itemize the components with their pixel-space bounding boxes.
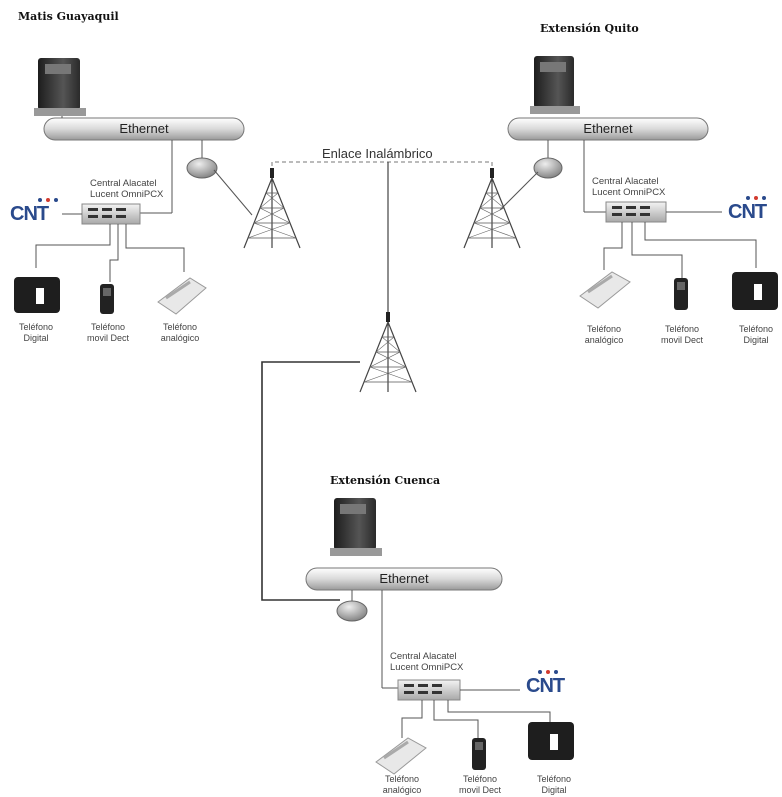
cuenca-title: Extensión Cuenca — [330, 474, 441, 487]
cuenca-ethernet-label: Ethernet — [379, 571, 429, 586]
guayaquil-dect-phone-icon — [100, 284, 114, 314]
quito-phone-analog-label: Teléfono analógico — [574, 324, 634, 346]
phone-label-line1: Teléfono — [664, 324, 700, 334]
quito-ethernet-label: Ethernet — [583, 121, 633, 136]
cuenca-cnt-text: CNT — [526, 675, 565, 697]
quito-router-icon — [533, 157, 563, 179]
guayaquil-cnt-logo — [38, 198, 58, 202]
quito-server — [530, 56, 580, 114]
phone-label-line1: Teléfono — [90, 322, 126, 332]
phone-label-line2: analógico — [382, 785, 422, 795]
phone-label-line1: Teléfono — [384, 774, 420, 784]
cuenca-phone-dect-label: Teléfono movil Dect — [450, 774, 510, 796]
quito-central-label: Central Alacatel Lucent OmniPCX — [592, 176, 665, 198]
phone-label-line2: Digital — [541, 785, 567, 795]
cuenca-router-icon — [336, 600, 368, 622]
cuenca-central-line2: Lucent OmniPCX — [390, 662, 464, 673]
cuenca-server — [330, 498, 382, 556]
quito-cnt-logo — [746, 196, 766, 200]
phone-label-line1: Teléfono — [586, 324, 622, 334]
guayaquil-server — [34, 58, 86, 116]
phone-label-line2: movil Dect — [86, 333, 129, 343]
quito-ethernet-bus — [507, 117, 709, 141]
guayaquil-digital-phone-icon — [14, 277, 60, 313]
guayaquil-central-line1: Central Alacatel — [90, 178, 157, 189]
cuenca-central-line1: Central Alacatel — [390, 651, 457, 662]
guayaquil-phone-digital-label: Teléfono Digital — [8, 322, 64, 344]
cuenca-phone-digital-label: Teléfono Digital — [524, 774, 584, 796]
tower-cuenca-icon — [359, 311, 417, 393]
cuenca-pbx-icon — [397, 679, 461, 701]
wireless-link-label: Enlace Inalámbrico — [322, 146, 433, 161]
quito-phone-digital-label: Teléfono Digital — [730, 324, 782, 346]
phone-label-line2: movil Dect — [458, 785, 501, 795]
cuenca-ethernet-bus — [305, 567, 503, 591]
wireless-link-line — [271, 161, 493, 180]
guayaquil-analog-phone-icon — [157, 277, 207, 315]
cuenca-digital-phone-icon — [528, 722, 574, 760]
guayaquil-ethernet-label: Ethernet — [119, 121, 169, 136]
quito-pbx-icon — [605, 201, 667, 223]
phone-label-line1: Teléfono — [536, 774, 572, 784]
guayaquil-phone-analog-label: Teléfono analógico — [150, 322, 210, 344]
phone-label-line2: Digital — [23, 333, 49, 343]
phone-label-line1: Teléfono — [18, 322, 54, 332]
quito-title: Extensión Quito — [540, 22, 639, 35]
quito-central-line1: Central Alacatel — [592, 176, 659, 187]
phone-label-line2: movil Dect — [660, 335, 703, 345]
phone-label-line2: analógico — [160, 333, 200, 343]
quito-digital-phone-icon — [732, 272, 778, 310]
tower-guayaquil-icon — [243, 167, 301, 249]
cuenca-phone-analog-label: Teléfono analógico — [372, 774, 432, 796]
phone-label-line1: Teléfono — [738, 324, 774, 334]
cuenca-dect-phone-icon — [472, 738, 486, 770]
guayaquil-central-line2: Lucent OmniPCX — [90, 189, 164, 200]
cuenca-analog-phone-icon — [375, 737, 427, 775]
quito-analog-phone-icon — [579, 271, 631, 309]
phone-label-line1: Teléfono — [162, 322, 198, 332]
quito-cnt-text: CNT — [728, 201, 767, 223]
quito-dect-phone-icon — [674, 278, 688, 310]
phone-label-line1: Teléfono — [462, 774, 498, 784]
guayaquil-cnt-text: CNT — [10, 203, 49, 225]
cuenca-central-label: Central Alacatel Lucent OmniPCX — [390, 651, 463, 673]
phone-label-line2: Digital — [743, 335, 769, 345]
quito-phone-dect-label: Teléfono movil Dect — [652, 324, 712, 346]
guayaquil-ethernet-bus — [43, 117, 245, 141]
quito-central-line2: Lucent OmniPCX — [592, 187, 666, 198]
guayaquil-pbx-icon — [81, 203, 141, 225]
tower-quito-icon — [463, 167, 521, 249]
guayaquil-central-label: Central Alacatel Lucent OmniPCX — [90, 178, 163, 200]
guayaquil-title: Matis Guayaquil — [18, 10, 119, 23]
guayaquil-router-icon — [186, 157, 218, 179]
phone-label-line2: analógico — [584, 335, 624, 345]
guayaquil-phone-dect-label: Teléfono movil Dect — [78, 322, 138, 344]
cuenca-cnt-logo — [538, 670, 558, 674]
